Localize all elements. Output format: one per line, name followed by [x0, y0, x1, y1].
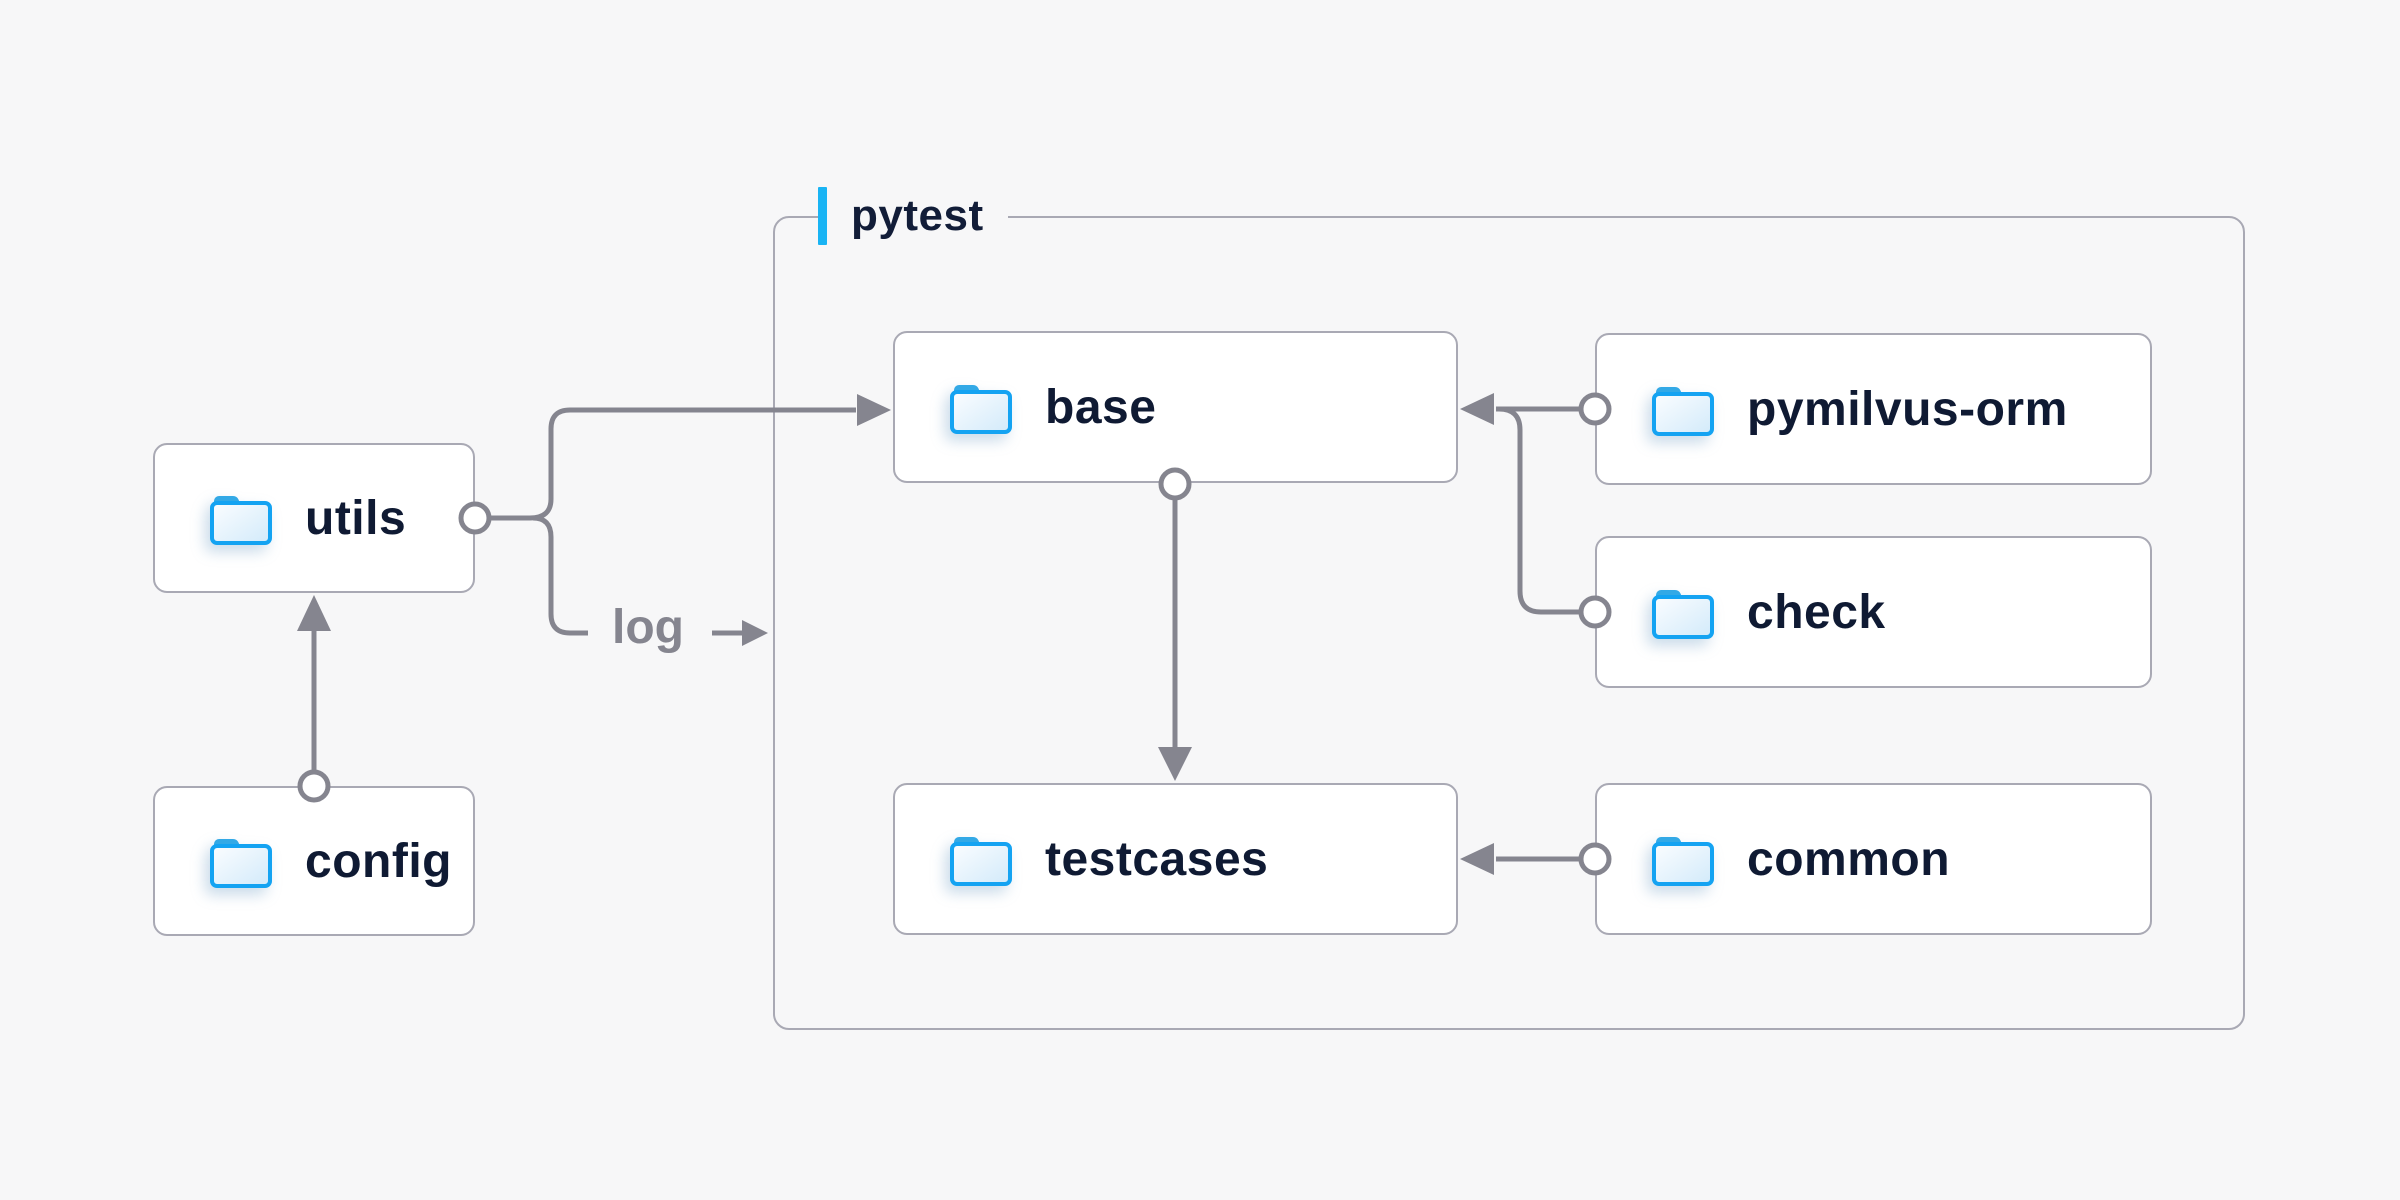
node-label: base: [1045, 380, 1157, 434]
edge-label-log: log: [612, 601, 684, 654]
pytest-group-title: pytest: [851, 191, 984, 240]
folder-node-testcases: testcases: [893, 783, 1458, 935]
node-label: pymilvus-orm: [1747, 382, 2068, 436]
arrowhead-right-log: [742, 620, 768, 646]
node-label: check: [1747, 585, 1886, 639]
folder-node-base: base: [893, 331, 1458, 483]
folder-node-check: check: [1595, 536, 2152, 688]
folder-node-utils: utils: [153, 443, 475, 593]
node-label: testcases: [1045, 832, 1269, 886]
node-label: common: [1747, 832, 1951, 886]
folder-node-pymilvus-orm: pymilvus-orm: [1595, 333, 2152, 485]
edge-utils-log: [532, 515, 588, 636]
folder-node-config: config: [153, 786, 475, 936]
node-label: config: [305, 834, 452, 888]
pytest-group-label: pytest: [818, 186, 1008, 246]
folder-icon: [210, 839, 272, 888]
folder-icon: [1652, 590, 1714, 639]
folder-icon: [210, 495, 272, 545]
folder-icon: [1652, 386, 1714, 436]
pytest-group-container: [773, 216, 2245, 1030]
node-label: utils: [305, 491, 407, 545]
folder-icon: [1652, 837, 1714, 886]
folder-icon: [950, 837, 1012, 886]
folder-node-common: common: [1595, 783, 2152, 935]
folder-icon: [950, 384, 1012, 434]
arrowhead-up-into-utils: [297, 595, 331, 631]
accent-bar: [818, 187, 827, 245]
